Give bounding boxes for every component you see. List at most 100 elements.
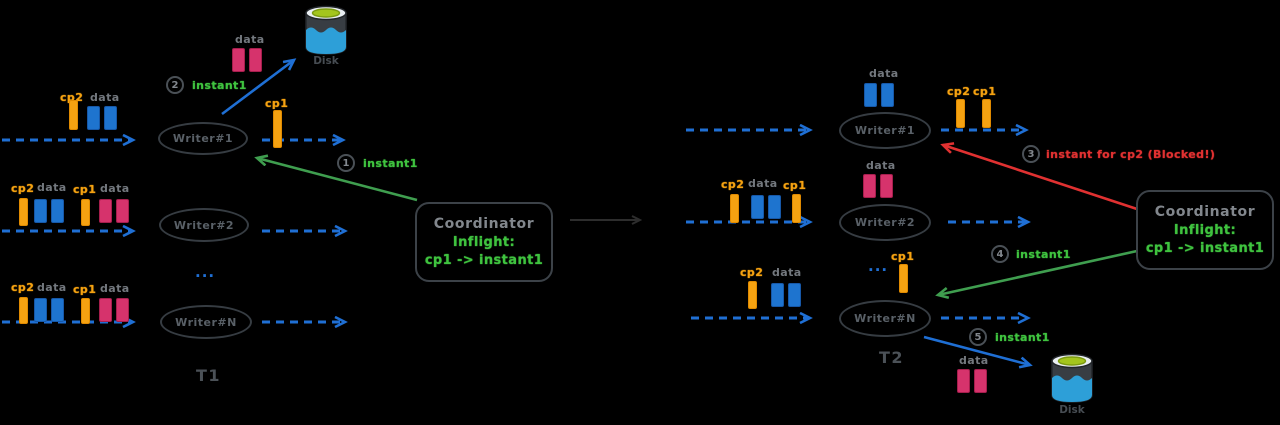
writer1-ellipse-t2: Writer#1 — [839, 112, 931, 149]
data-label: data — [959, 354, 989, 367]
coordinator-title: Coordinator — [1154, 204, 1256, 220]
data-label: data — [748, 177, 778, 190]
data-label: data — [37, 281, 67, 294]
data-label: data — [866, 159, 896, 172]
writer1-ellipse-t1: Writer#1 — [158, 122, 248, 155]
cp1-marker — [81, 298, 90, 324]
data-blocks-blue — [864, 83, 894, 107]
data-block — [116, 199, 129, 223]
data-label: data — [869, 67, 899, 80]
data-blocks-pink — [232, 48, 262, 72]
coordinator-inflight: Inflight: — [1173, 223, 1237, 238]
data-blocks-pink — [99, 298, 129, 322]
data-block — [51, 199, 64, 223]
data-label: data — [235, 33, 265, 46]
coordinator-mapping: cp1 -> instant1 — [1145, 241, 1265, 256]
data-block — [863, 174, 876, 198]
cp1-marker — [982, 99, 991, 128]
data-blocks-blue — [87, 106, 117, 130]
blocked-request-arrow-t2 — [943, 145, 1138, 211]
data-block — [104, 106, 117, 130]
data-label: data — [772, 266, 802, 279]
writerN-ellipse-t1: Writer#N — [160, 305, 252, 339]
disk-icon-t1 — [305, 5, 347, 55]
data-block — [864, 83, 877, 107]
cp2-label: cp2 — [11, 281, 35, 294]
cp2-label: cp2 — [740, 266, 764, 279]
data-blocks-pink — [957, 369, 987, 393]
data-block — [99, 199, 112, 223]
panel-label-t2: T2 — [879, 348, 905, 367]
coordinator-mapping: cp1 -> instant1 — [424, 253, 544, 268]
cp2-marker — [69, 100, 78, 130]
instant-grant-arrow-t1 — [257, 158, 418, 202]
data-block — [249, 48, 262, 72]
data-blocks-pink — [99, 199, 129, 223]
writer2-ellipse-t2: Writer#2 — [839, 204, 931, 241]
data-blocks-blue — [771, 283, 801, 307]
write-to-disk-arrow-t1 — [221, 60, 294, 116]
data-blocks-blue — [34, 298, 64, 322]
write-to-disk-arrow-t2 — [923, 335, 1030, 365]
cp2-marker — [19, 198, 28, 226]
data-block — [34, 199, 47, 223]
coordinator-title: Coordinator — [433, 216, 535, 232]
step-4-badge: 4 — [991, 245, 1009, 263]
data-block — [116, 298, 129, 322]
data-block — [99, 298, 112, 322]
cp1-label: cp1 — [891, 250, 915, 263]
step-5-badge: 5 — [969, 328, 987, 346]
cp1-label: cp1 — [973, 85, 997, 98]
disk-label-t2: Disk — [1059, 404, 1085, 416]
data-block — [768, 195, 781, 219]
cp2-label: cp2 — [11, 182, 35, 195]
cp2-marker — [19, 297, 28, 324]
coordinator-box-t1: Coordinator Inflight: cp1 -> instant1 — [415, 202, 553, 282]
step-2-badge: 2 — [166, 76, 184, 94]
cp1-marker — [273, 110, 282, 148]
cp1-marker — [899, 264, 908, 293]
cp1-marker — [792, 194, 801, 223]
data-block — [881, 83, 894, 107]
data-blocks-blue — [34, 199, 64, 223]
cp1-label: cp1 — [783, 179, 807, 192]
cp2-marker — [730, 194, 739, 223]
cp1-label: cp1 — [265, 97, 289, 110]
data-block — [751, 195, 764, 219]
data-block — [232, 48, 245, 72]
marker-ellipsis-t2: ... — [868, 257, 889, 275]
coordinator-box-t2: Coordinator Inflight: cp1 -> instant1 — [1136, 190, 1274, 270]
cp2-marker — [748, 281, 757, 309]
data-label: data — [37, 181, 67, 194]
writerN-ellipse-t2: Writer#N — [839, 300, 931, 337]
cp2-label: cp2 — [721, 178, 745, 191]
disk-label-t1: Disk — [313, 55, 339, 67]
instant-grant-arrow-t2 — [938, 249, 1138, 295]
cp2-marker — [956, 99, 965, 128]
cp1-marker — [81, 199, 90, 226]
step-3-badge: 3 — [1022, 145, 1040, 163]
data-block — [51, 298, 64, 322]
data-label: data — [100, 182, 130, 195]
writer2-ellipse-t1: Writer#2 — [159, 208, 249, 242]
data-block — [771, 283, 784, 307]
data-blocks-pink — [863, 174, 893, 198]
data-label: data — [100, 282, 130, 295]
data-block — [880, 174, 893, 198]
coordinator-inflight: Inflight: — [452, 235, 516, 250]
step-1-label: instant1 — [363, 157, 418, 170]
cp2-label: cp2 — [947, 85, 971, 98]
data-blocks-blue — [751, 195, 781, 219]
data-label: data — [90, 91, 120, 104]
panel-label-t1: T1 — [196, 366, 222, 385]
step-5-label: instant1 — [995, 331, 1050, 344]
step-3-label: instant for cp2 (Blocked!) — [1046, 148, 1216, 161]
step-4-label: instant1 — [1016, 248, 1071, 261]
cp1-label: cp1 — [73, 183, 97, 196]
data-block — [974, 369, 987, 393]
step-2-label: instant1 — [192, 79, 247, 92]
data-block — [788, 283, 801, 307]
data-block — [957, 369, 970, 393]
cp1-label: cp1 — [73, 283, 97, 296]
